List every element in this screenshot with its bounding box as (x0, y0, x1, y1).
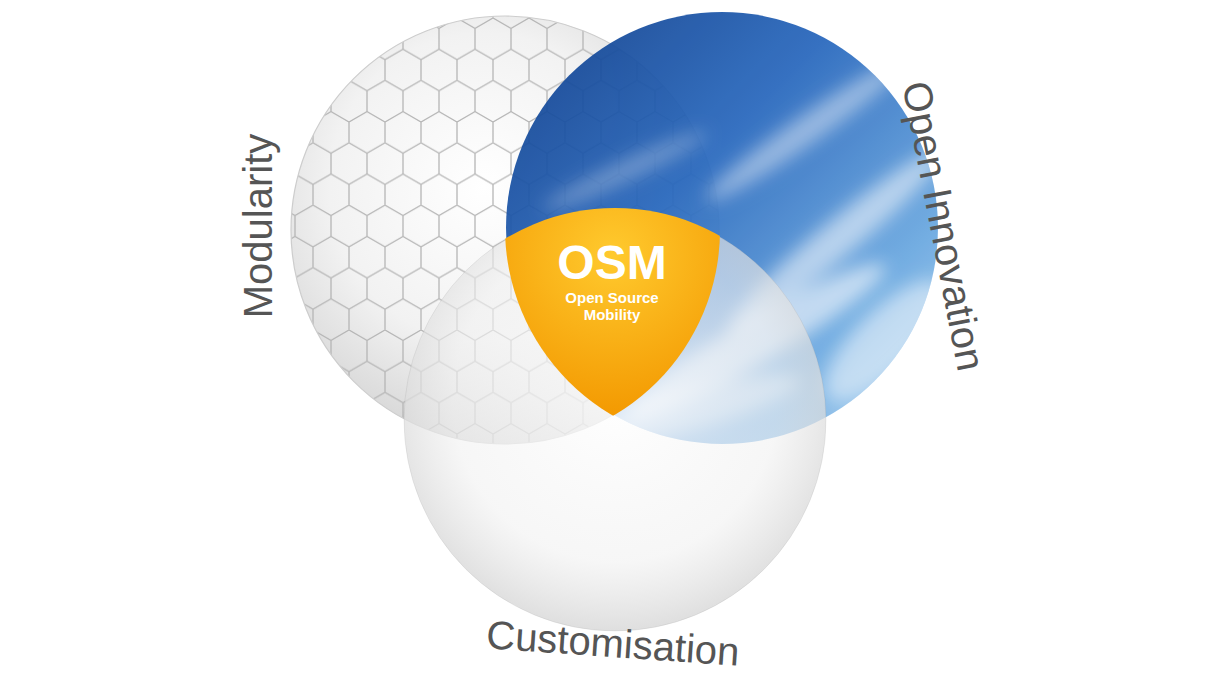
osm-title: OSM (557, 235, 666, 290)
label-holder: Modularity (235, 134, 281, 319)
label-holder: Customisation (485, 611, 741, 675)
osm-intersection: OSMOpen Source Mobility (500, 200, 725, 420)
label-holder: Open Source Mobility (556, 290, 668, 323)
circle-label: Customisation (485, 611, 741, 675)
circle-label: Modularity (235, 134, 281, 319)
label-holder: OSM (557, 235, 666, 290)
osm-subtitle: Open Source Mobility (556, 290, 668, 323)
